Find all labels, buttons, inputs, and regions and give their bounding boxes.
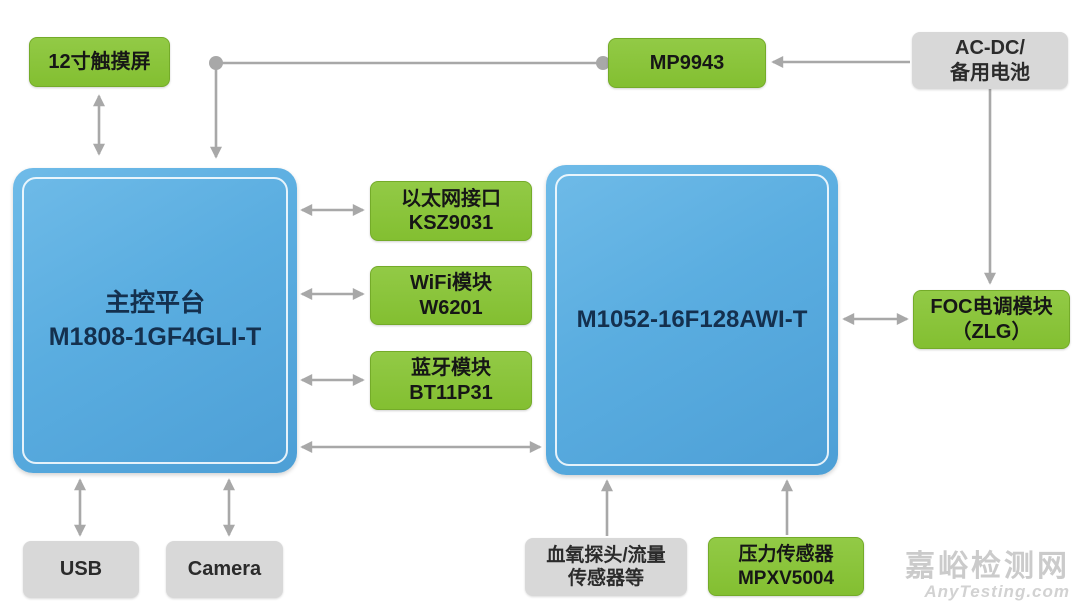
node-wifi-line2: W6201	[419, 296, 483, 319]
node-main-platform: 主控平台 M1808-1GF4GLI-T	[13, 168, 297, 473]
power-rail-output-dot	[596, 56, 610, 70]
node-foc-line1: FOC电调模块	[930, 296, 1053, 319]
node-mp9943: MP9943	[608, 38, 766, 88]
node-bluetooth-line1: 蓝牙模块	[411, 357, 491, 380]
node-pressure-line2: MPXV5004	[737, 567, 835, 589]
node-foc-line2: （ZLG）	[951, 320, 1032, 343]
node-camera: Camera	[166, 541, 283, 598]
node-pressure-sensor: 压力传感器 MPXV5004	[708, 537, 864, 596]
node-camera-label: Camera	[187, 558, 262, 581]
node-wifi-line1: WiFi模块	[409, 272, 493, 295]
node-ethernet-line2: KSZ9031	[408, 212, 494, 234]
node-foc: FOC电调模块 （ZLG）	[913, 290, 1070, 349]
node-m1052: M1052-16F128AWI-T	[546, 165, 838, 475]
node-acdc-battery: AC-DC/ 备用电池	[912, 32, 1068, 89]
node-bluetooth-line2: BT11P31	[409, 381, 493, 404]
node-acdc-line1: AC-DC/	[955, 37, 1025, 60]
node-usb: USB	[23, 541, 139, 598]
node-m1052-panel: M1052-16F128AWI-T	[555, 174, 829, 466]
node-touchscreen-label: 12寸触摸屏	[48, 50, 151, 73]
node-wifi: WiFi模块 W6201	[370, 266, 532, 325]
node-bluetooth: 蓝牙模块 BT11P31	[370, 351, 532, 410]
node-main-platform-panel: 主控平台 M1808-1GF4GLI-T	[22, 177, 288, 464]
node-mp9943-label: MP9943	[649, 51, 725, 74]
node-main-platform-line2: M1808-1GF4GLI-T	[48, 322, 262, 351]
node-touchscreen: 12寸触摸屏	[29, 37, 170, 87]
node-ethernet-line1: 以太网接口	[401, 187, 501, 210]
node-spo2-flow-sensor: 血氧探头/流量 传感器等	[525, 538, 687, 596]
node-pressure-line1: 压力传感器	[738, 544, 834, 566]
node-main-platform-line1: 主控平台	[104, 288, 205, 317]
node-spo2-line1: 血氧探头/流量	[546, 544, 666, 566]
node-ethernet: 以太网接口 KSZ9031	[370, 181, 532, 241]
node-acdc-line2: 备用电池	[950, 61, 1030, 84]
node-spo2-line2: 传感器等	[567, 568, 644, 589]
node-usb-label: USB	[59, 558, 103, 581]
node-m1052-label: M1052-16F128AWI-T	[576, 305, 808, 333]
power-rail-junction-dot	[209, 56, 223, 70]
